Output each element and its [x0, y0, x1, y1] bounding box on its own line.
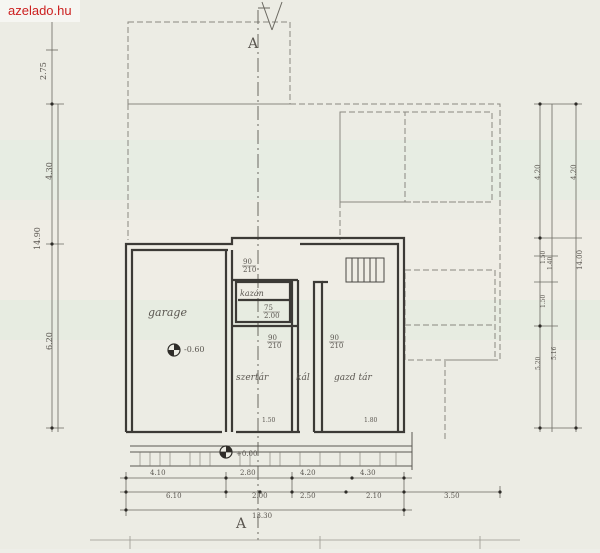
- bottom-dim-text: 2.00: [252, 492, 268, 500]
- svg-text:210: 210: [243, 266, 256, 274]
- walkway-hatching: [139, 452, 397, 466]
- svg-text:75: 75: [264, 304, 273, 312]
- right-dim-text: 4.20: [570, 164, 578, 180]
- right-dim-text: 5.16: [551, 346, 558, 360]
- door-mark-inner: 90 210: [267, 334, 282, 350]
- room-label-szertar: szertár: [236, 372, 269, 383]
- section-marker-bottom: A: [235, 516, 247, 532]
- paper-band: [0, 220, 600, 300]
- room-label-kazan: kazán: [240, 289, 264, 298]
- dimension-ticks: [50, 102, 578, 512]
- svg-text:90: 90: [268, 334, 277, 342]
- left-dim-text: 14.90: [33, 227, 42, 250]
- paper-band: [0, 140, 600, 200]
- bottom-dim-text: 2.10: [366, 492, 382, 500]
- bottom-faded-lines: [90, 536, 520, 549]
- bottom-dim-text: 2.50: [300, 492, 316, 500]
- right-dimension-chain: [534, 103, 582, 432]
- bottom-dim-text: 4.10: [150, 469, 166, 477]
- room-label-kal: kál: [296, 372, 310, 383]
- svg-text:210: 210: [268, 342, 281, 350]
- left-dim-text: 2.75: [39, 62, 48, 80]
- level-text-entry: +0.00: [236, 450, 257, 458]
- left-dim-text: 6.20: [45, 332, 54, 350]
- stair: [345, 257, 385, 283]
- bottom-dim-text: 6.10: [166, 492, 182, 500]
- walkway: [130, 432, 413, 470]
- level-symbol-garage: [167, 343, 181, 357]
- bottom-dim-text: 4.30: [360, 469, 376, 477]
- bottom-dimension-chain: [120, 472, 501, 516]
- door-mark-kazan: 75 2.00: [263, 304, 280, 320]
- room-label-gazdtar: gazd tár: [334, 372, 372, 383]
- right-dim-text: 1.40: [547, 256, 554, 270]
- svg-text:210: 210: [330, 342, 343, 350]
- left-dim-text: 4.30: [45, 162, 54, 180]
- level-text-garage: -0.60: [184, 345, 205, 354]
- sill-mark: 1.50: [262, 417, 276, 424]
- right-dim-text: 5.20: [535, 356, 542, 370]
- paper-band: [0, 300, 600, 340]
- right-dim-text: 1.50: [540, 294, 547, 308]
- svg-text:90: 90: [330, 334, 339, 342]
- bottom-dim-text: 4.20: [300, 469, 316, 477]
- right-dim-text: 1.50: [540, 250, 547, 264]
- ground-floor-walls: [124, 236, 406, 434]
- upper-floor-outline: [127, 21, 501, 440]
- watermark: azelado.hu: [0, 0, 80, 22]
- right-dim-text: 14.00: [576, 250, 584, 270]
- door-mark-kal: 90 210: [329, 334, 344, 350]
- door-mark-top: 90 210: [242, 258, 256, 274]
- bottom-dim-text: 3.50: [444, 492, 460, 500]
- right-dim-text: 4.20: [534, 164, 542, 180]
- level-symbol-entry: [219, 445, 233, 459]
- room-label-garage: garage: [148, 306, 187, 319]
- bottom-total-dim-text: 13.30: [252, 512, 272, 520]
- sill-mark: 1.80: [364, 417, 378, 424]
- svg-text:90: 90: [243, 258, 252, 266]
- bottom-dim-text: 2.80: [240, 469, 256, 477]
- section-marker-top: A: [247, 36, 259, 52]
- left-dimension-chain: [46, 22, 64, 432]
- svg-text:2.00: 2.00: [264, 312, 280, 320]
